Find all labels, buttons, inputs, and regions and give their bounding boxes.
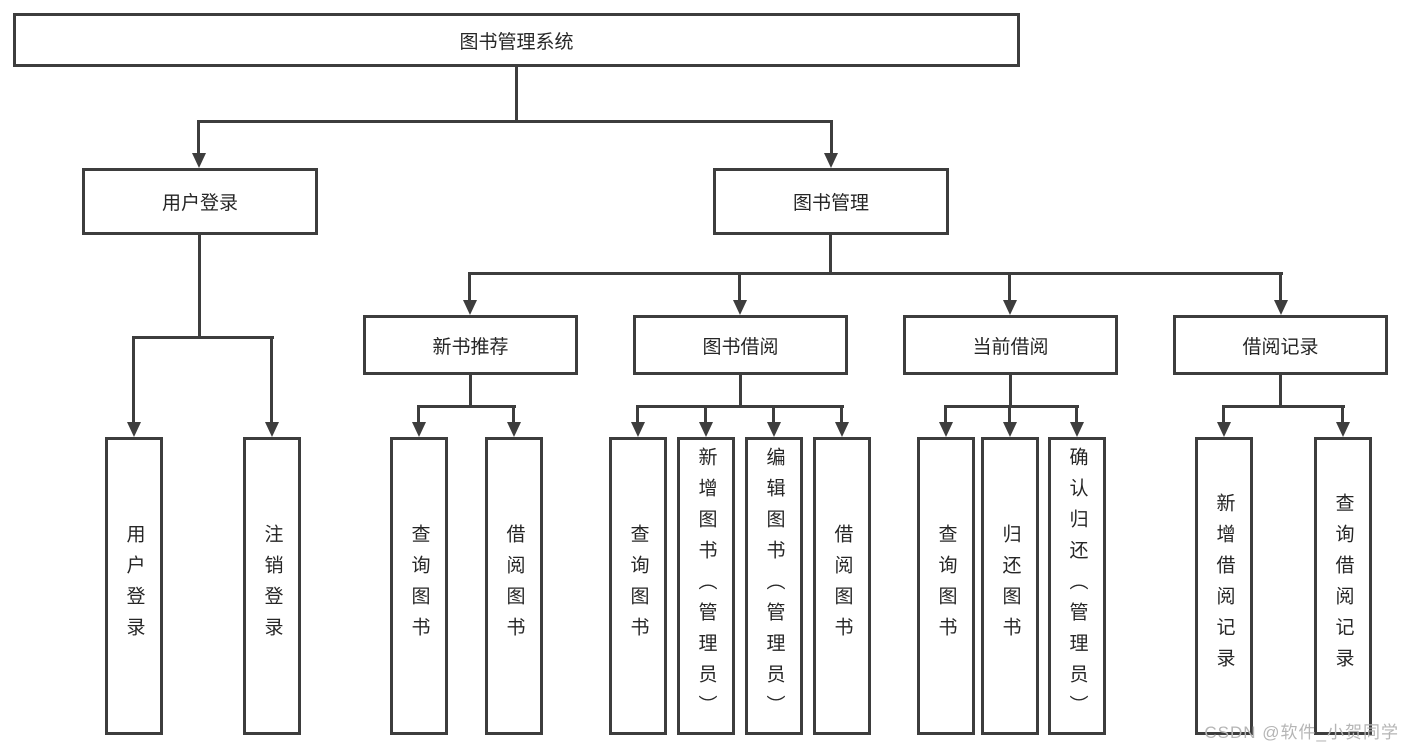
leaf-bw-query-books-label: 查询图书 — [627, 524, 649, 648]
node-user-login: 用户登录 — [82, 168, 318, 235]
watermark: CSDN @软件_小贺同学 — [1204, 723, 1399, 742]
arrowhead-leaf-logout — [265, 422, 279, 437]
arrowhead-rc-add — [1217, 422, 1231, 437]
leaf-cu-return-book-label: 归还图书 — [999, 524, 1021, 648]
arrowhead-new-books — [463, 300, 477, 315]
connector-to-cu-confirm — [1075, 405, 1078, 423]
node-book-management: 图书管理 — [713, 168, 949, 235]
leaf-nb-borrow-books: 借阅图书 — [485, 437, 543, 735]
node-borrowing: 图书借阅 — [633, 315, 848, 375]
leaf-nb-query-books: 查询图书 — [390, 437, 448, 735]
arrowhead-nb-borrow — [507, 422, 521, 437]
connector-to-nb-query — [417, 405, 420, 423]
leaf-cu-confirm-return-admin-label: 确认归还（管理员） — [1066, 446, 1088, 726]
node-records-label: 借阅记录 — [1242, 336, 1319, 358]
connector-to-new-books — [468, 272, 471, 302]
connector-book-management-split — [468, 272, 1283, 275]
arrowhead-bw-edit — [767, 422, 781, 437]
leaf-cu-query-books-label: 查询图书 — [935, 524, 957, 648]
connector-current-stem — [1009, 375, 1012, 405]
node-borrowing-label: 图书借阅 — [702, 336, 779, 358]
connector-borrowing-split — [636, 405, 844, 408]
arrowhead-user-login — [192, 153, 206, 168]
leaf-bw-borrow-books-label: 借阅图书 — [831, 524, 853, 648]
connector-new-books-stem — [469, 375, 472, 405]
arrowhead-current — [1003, 300, 1017, 315]
arrowhead-bw-add — [699, 422, 713, 437]
leaf-cu-confirm-return-admin: 确认归还（管理员） — [1048, 437, 1106, 735]
leaf-bw-borrow-books: 借阅图书 — [813, 437, 871, 735]
arrowhead-leaf-login — [127, 422, 141, 437]
leaf-logout-label: 注销登录 — [261, 524, 283, 648]
arrowhead-rc-query — [1336, 422, 1350, 437]
connector-to-bw-edit — [772, 405, 775, 423]
arrowhead-cu-query — [939, 422, 953, 437]
node-current: 当前借阅 — [903, 315, 1118, 375]
leaf-bw-add-book-admin-label: 新增图书（管理员） — [695, 446, 717, 726]
connector-root-split — [197, 120, 833, 123]
connector-to-cu-return — [1008, 405, 1011, 423]
connector-to-leaf-logout — [270, 336, 273, 423]
leaf-logout: 注销登录 — [243, 437, 301, 735]
leaf-user-login: 用户登录 — [105, 437, 163, 735]
leaf-nb-query-books-label: 查询图书 — [408, 524, 430, 648]
arrowhead-book-management — [824, 153, 838, 168]
leaf-bw-edit-book-admin: 编辑图书（管理员） — [745, 437, 803, 735]
connector-records-split — [1222, 405, 1345, 408]
leaf-nb-borrow-books-label: 借阅图书 — [503, 524, 525, 648]
connector-to-nb-borrow — [512, 405, 515, 423]
connector-to-user-login — [197, 120, 200, 156]
connector-to-book-management — [830, 120, 833, 156]
node-book-management-label: 图书管理 — [792, 193, 869, 214]
arrowhead-nb-query — [412, 422, 426, 437]
connector-to-cu-query — [944, 405, 947, 423]
leaf-rc-query-record-label: 查询借阅记录 — [1332, 493, 1354, 679]
connector-to-rc-add — [1222, 405, 1225, 423]
leaf-rc-add-record-label: 新增借阅记录 — [1213, 493, 1235, 679]
leaf-bw-query-books: 查询图书 — [609, 437, 667, 735]
node-root: 图书管理系统 — [13, 13, 1020, 67]
connector-book-management-stem — [829, 235, 832, 272]
connector-user-login-stem — [198, 235, 201, 336]
node-new-books: 新书推荐 — [363, 315, 578, 375]
connector-to-leaf-login — [132, 336, 135, 423]
connector-current-split — [944, 405, 1079, 408]
arrowhead-cu-return — [1003, 422, 1017, 437]
arrowhead-bw-query — [631, 422, 645, 437]
arrowhead-cu-confirm — [1070, 422, 1084, 437]
node-new-books-label: 新书推荐 — [432, 336, 509, 358]
connector-to-bw-add — [704, 405, 707, 423]
leaf-user-login-label: 用户登录 — [123, 524, 145, 648]
leaf-cu-query-books: 查询图书 — [917, 437, 975, 735]
connector-records-stem — [1279, 375, 1282, 405]
leaf-rc-query-record: 查询借阅记录 — [1314, 437, 1372, 735]
node-user-login-label: 用户登录 — [161, 193, 238, 214]
connector-to-current — [1008, 272, 1011, 302]
connector-to-bw-query — [636, 405, 639, 423]
node-root-label: 图书管理系统 — [459, 31, 574, 53]
connector-to-rc-query — [1341, 405, 1344, 423]
connector-root-stem — [515, 67, 518, 120]
connector-to-bw-borrow — [840, 405, 843, 423]
connector-to-records — [1279, 272, 1282, 302]
connector-borrowing-stem — [739, 375, 742, 405]
connector-new-books-split — [417, 405, 516, 408]
leaf-cu-return-book: 归还图书 — [981, 437, 1039, 735]
arrowhead-bw-borrow — [835, 422, 849, 437]
connector-user-login-split — [132, 336, 274, 339]
leaf-rc-add-record: 新增借阅记录 — [1195, 437, 1253, 735]
node-records: 借阅记录 — [1173, 315, 1388, 375]
leaf-bw-add-book-admin: 新增图书（管理员） — [677, 437, 735, 735]
leaf-bw-edit-book-admin-label: 编辑图书（管理员） — [763, 446, 785, 726]
connector-to-borrowing — [738, 272, 741, 302]
arrowhead-borrowing — [733, 300, 747, 315]
arrowhead-records — [1274, 300, 1288, 315]
node-current-label: 当前借阅 — [972, 336, 1049, 358]
